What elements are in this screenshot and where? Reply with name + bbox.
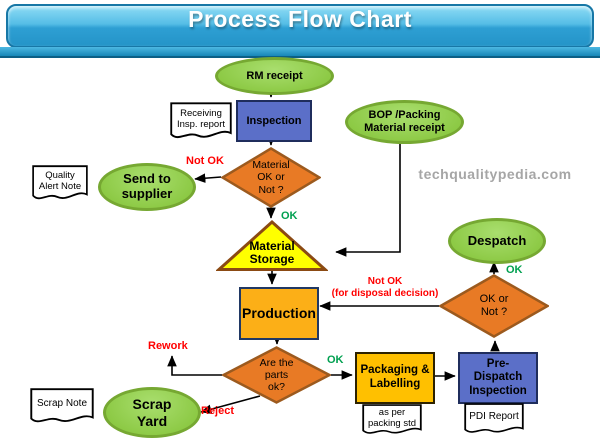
node-send-to-supplier-label: Send to supplier: [121, 171, 173, 201]
node-pre-dispatch-inspection-label: Pre- Dispatch Inspection: [469, 358, 527, 397]
label-ok-packaging: OK: [327, 354, 344, 366]
doc-receiving-insp-report-label: Receiving Insp. report: [176, 107, 226, 130]
decision-material-ok-shape: [221, 147, 321, 208]
doc-as-per-packing-std: as per packing std: [362, 404, 422, 437]
label-reject: Reject: [201, 405, 235, 417]
doc-quality-alert-note: Quality Alert Note: [32, 165, 88, 203]
node-despatch: Despatch: [448, 218, 546, 264]
doc-shape: [32, 165, 88, 200]
watermark-text: techqualitypedia.com: [418, 166, 572, 182]
decision-parts-ok-label: Are the parts ok?: [259, 356, 294, 394]
doc-shape: [362, 404, 422, 434]
node-bop-receipt-label: BOP /Packing Material receipt: [364, 109, 445, 134]
node-material-storage-label: Material Storage: [249, 239, 295, 267]
node-production-label: Production: [242, 305, 316, 322]
node-bop-receipt: BOP /Packing Material receipt: [345, 100, 464, 144]
label-ok-storage: OK: [281, 210, 298, 222]
doc-pdi-report-label: PDI Report: [469, 411, 519, 422]
doc-shape: [464, 403, 524, 433]
label-not-ok-disposal: Not OK (for disposal decision): [331, 276, 439, 299]
node-rm-receipt-label: RM receipt: [246, 69, 303, 82]
node-despatch-label: Despatch: [467, 232, 527, 248]
node-send-to-supplier: Send to supplier: [98, 163, 196, 211]
label-not-ok-supplier: Not OK: [186, 155, 224, 167]
node-inspection: Inspection: [236, 100, 312, 142]
node-material-storage: Material Storage: [216, 219, 328, 272]
doc-scrap-note: Scrap Note: [30, 388, 94, 426]
node-pre-dispatch-inspection: Pre- Dispatch Inspection: [458, 352, 538, 404]
decision-ok-or-not: OK or Not ?: [439, 274, 549, 338]
decision-parts-ok-shape: [222, 346, 331, 404]
node-production: Production: [239, 287, 319, 340]
node-material-storage-shape: [216, 219, 328, 271]
decision-parts-ok: Are the parts ok?: [222, 346, 331, 404]
arrow-rework: [167, 355, 222, 376]
doc-scrap-note-label: Scrap Note: [36, 398, 88, 409]
decision-ok-or-not-label: OK or Not ?: [479, 292, 509, 318]
decision-material-ok: Material OK or Not ?: [221, 147, 321, 208]
arrow-bop-to-storage: [335, 141, 401, 257]
node-scrap-yard-label: Scrap Yard: [132, 396, 172, 429]
arrow-reject-to-scrapyard: [200, 395, 261, 414]
node-inspection-label: Inspection: [246, 114, 302, 127]
banner-underline-strip: [0, 47, 600, 58]
label-ok-despatch: OK: [506, 264, 523, 276]
node-packaging-labelling-label: Packaging & Labelling: [360, 364, 430, 390]
doc-shape: [30, 388, 94, 423]
doc-quality-alert-note-label: Quality Alert Note: [38, 169, 82, 192]
arrow-decision-to-supplier: [194, 173, 222, 183]
decision-material-ok-label: Material OK or Not ?: [252, 159, 290, 196]
node-scrap-yard: Scrap Yard: [103, 387, 201, 438]
node-rm-receipt: RM receipt: [215, 57, 334, 95]
decision-ok-or-not-shape: [439, 274, 549, 338]
doc-shape: [170, 102, 232, 139]
node-packaging-labelling: Packaging & Labelling: [355, 352, 435, 404]
page-title: Process Flow Chart: [188, 6, 412, 32]
label-rework: Rework: [148, 340, 188, 352]
doc-as-per-packing-std-label: as per packing std: [367, 406, 417, 429]
doc-receiving-insp-report: Receiving Insp. report: [170, 102, 232, 142]
doc-pdi-report: PDI Report: [464, 403, 524, 436]
